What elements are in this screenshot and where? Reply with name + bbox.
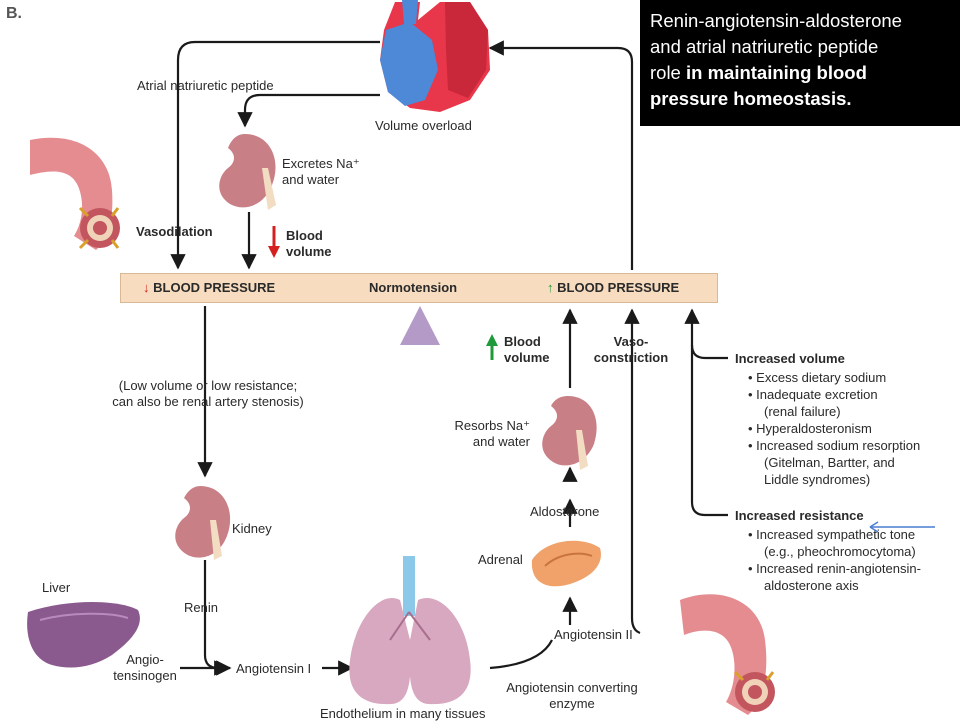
volume-overload-label: Volume overload bbox=[375, 118, 472, 133]
excretes-label: Excretes Na⁺and water bbox=[282, 156, 360, 187]
increased-volume-heading: Increased volume bbox=[735, 351, 845, 366]
angiotensin-2-label: Angiotensin II bbox=[554, 627, 633, 642]
list-item: • Increased sympathetic tone bbox=[748, 527, 916, 542]
info-line: role in maintaining blood bbox=[650, 62, 867, 83]
list-item: (Gitelman, Bartter, and bbox=[764, 455, 895, 470]
vasodilation-label: Vasodilation bbox=[136, 224, 213, 239]
list-item: • Excess dietary sodium bbox=[748, 370, 887, 385]
normotension-label: Normotension bbox=[369, 280, 458, 295]
info-line: Renin-angiotensin-aldosterone bbox=[650, 10, 902, 31]
panel-letter: B. bbox=[6, 5, 22, 22]
renin-label: Renin bbox=[184, 600, 218, 615]
vasoconstriction-label: Vaso-constriction bbox=[593, 334, 669, 365]
list-item: (renal failure) bbox=[764, 404, 841, 419]
increased-resistance-list: • Increased sympathetic tone (e.g., pheo… bbox=[748, 526, 921, 594]
anp-label: Atrial natriuretic peptide bbox=[137, 78, 274, 93]
bp-low-label: ↓ BLOOD PRESSURE bbox=[143, 280, 276, 295]
liver-label: Liver bbox=[42, 580, 71, 595]
list-item: Liddle syndromes) bbox=[764, 472, 871, 487]
list-item: (e.g., pheochromocytoma) bbox=[764, 544, 916, 559]
heart-icon bbox=[380, 0, 490, 112]
fulcrum-triangle-icon bbox=[400, 306, 440, 345]
increased-volume-list: • Excess dietary sodium • Inadequate exc… bbox=[748, 369, 920, 488]
blood-pressure-bar: ↓ BLOOD PRESSURE Normotension ↑ BLOOD PR… bbox=[120, 273, 718, 303]
up-arrow-icon bbox=[486, 334, 498, 360]
endothelium-label: Endothelium in many tissues bbox=[320, 706, 486, 721]
low-volume-note: (Low volume or low resistance;can also b… bbox=[112, 378, 304, 409]
lung-icon bbox=[349, 556, 471, 705]
angiotensin-1-label: Angiotensin I bbox=[236, 661, 312, 676]
liver-icon bbox=[27, 602, 140, 668]
list-item: • Increased sodium resorption bbox=[748, 438, 921, 453]
list-item: • Inadequate excretion bbox=[748, 387, 878, 402]
bp-high-label: ↑ BLOOD PRESSURE bbox=[547, 280, 680, 295]
kidney-icon bbox=[175, 486, 231, 560]
down-arrow-icon bbox=[268, 226, 280, 258]
kidney-label: Kidney bbox=[232, 521, 272, 536]
list-item: aldosterone axis bbox=[764, 578, 859, 593]
increased-resistance-heading: Increased resistance bbox=[735, 508, 864, 523]
aldosterone-label: Aldosterone bbox=[530, 504, 600, 519]
info-line: pressure homeostasis. bbox=[650, 88, 852, 109]
list-item: • Hyperaldosteronism bbox=[748, 421, 872, 436]
adrenal-label: Adrenal bbox=[478, 552, 523, 567]
adrenal-icon bbox=[531, 540, 601, 587]
blood-vessel-icon bbox=[30, 137, 120, 250]
kidney-icon bbox=[542, 396, 597, 470]
list-item: • Increased renin-angiotensin- bbox=[748, 561, 921, 576]
kidney-icon bbox=[219, 134, 276, 210]
blood-vessel-icon bbox=[680, 594, 775, 715]
up-arrow-icon: ↑ bbox=[547, 280, 554, 295]
angiotensinogen-label: Angio-tensinogen bbox=[113, 652, 177, 683]
info-line: and atrial natriuretic peptide bbox=[650, 36, 879, 57]
pointer-arrow-icon bbox=[869, 521, 935, 533]
resorbs-label: Resorbs Na⁺and water bbox=[454, 418, 531, 449]
info-box: Renin-angiotensin-aldosterone and atrial… bbox=[640, 0, 960, 126]
down-arrow-icon: ↓ bbox=[143, 280, 150, 295]
arrow-lines bbox=[170, 40, 728, 676]
